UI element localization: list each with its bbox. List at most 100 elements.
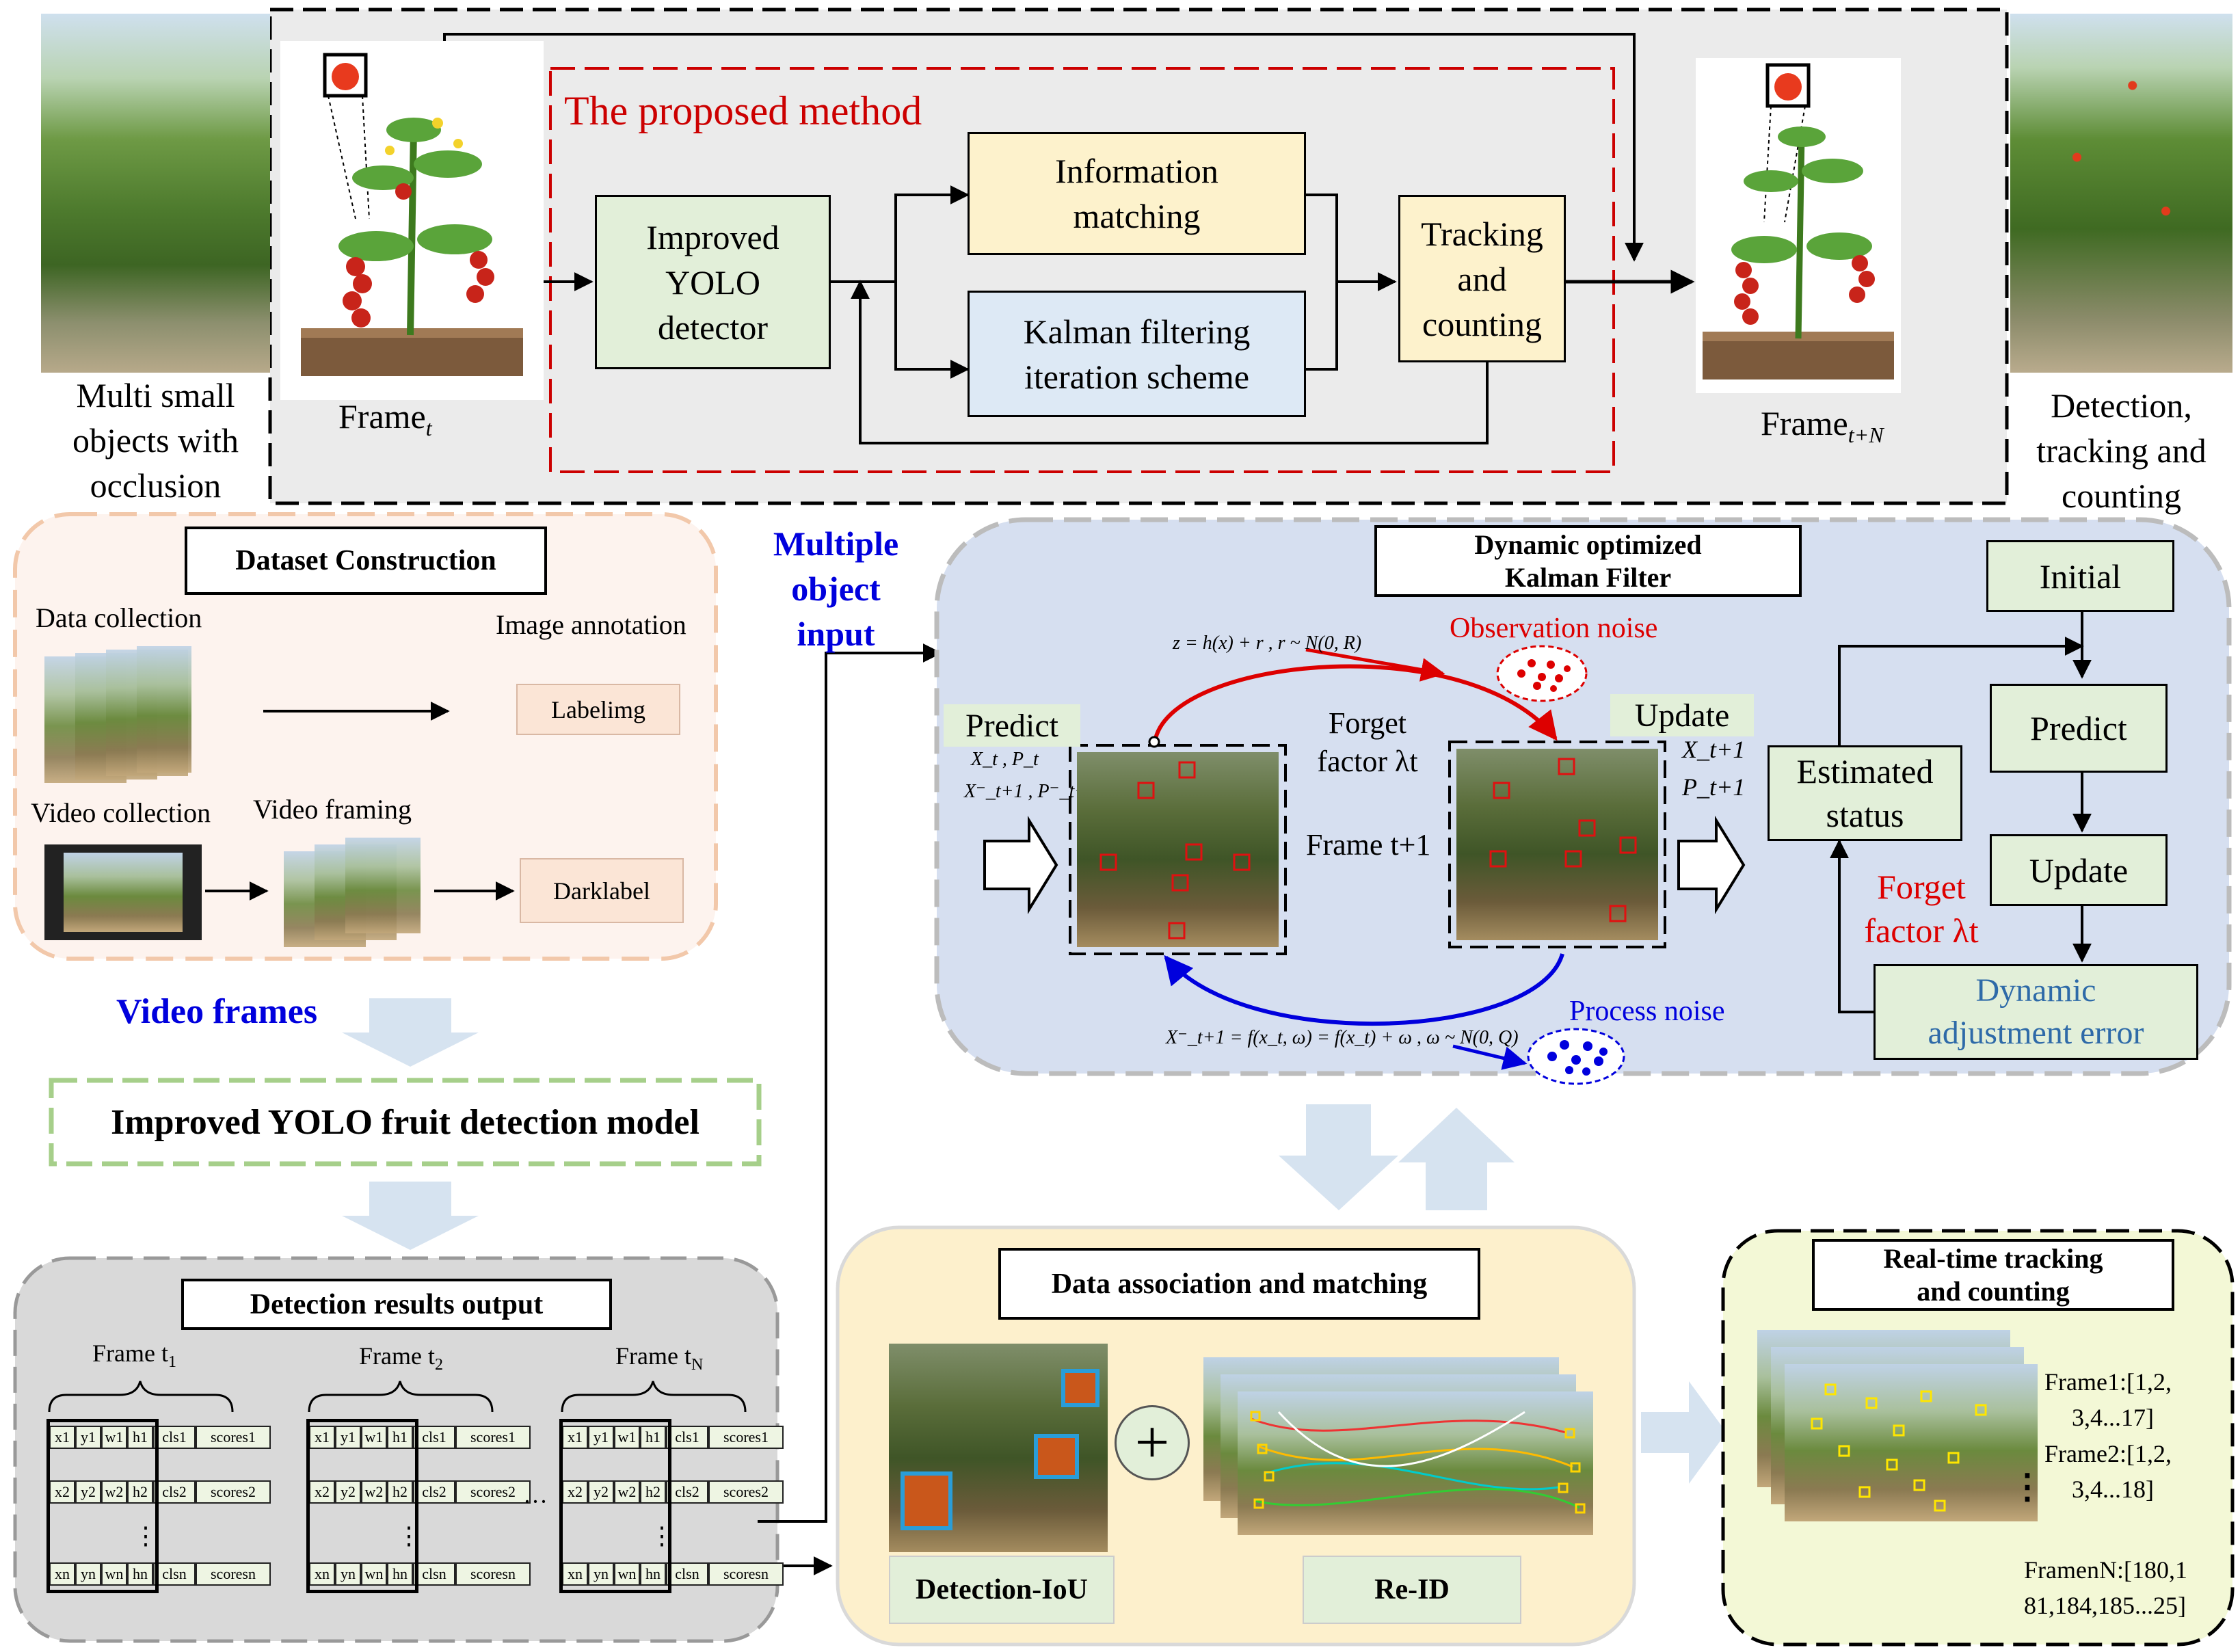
table-cell: yn <box>588 1562 614 1586</box>
table-cell: h2 <box>127 1480 153 1504</box>
table-cell: clsn <box>153 1562 196 1586</box>
realtime-dots: ⋮ <box>2010 1467 2044 1506</box>
frame-t1-tree-photo <box>1456 749 1658 940</box>
table-cell: x2 <box>309 1480 335 1504</box>
table-ellipsis-1: ⋮ <box>133 1522 158 1549</box>
frame-t-tree-photo <box>1077 752 1279 947</box>
table-cell: cls2 <box>153 1480 196 1504</box>
table-cell: wn <box>361 1562 387 1586</box>
tomato-plant-illustration <box>301 53 523 376</box>
realtime-photo-3 <box>1785 1364 2038 1521</box>
table-cell: y2 <box>75 1480 101 1504</box>
predict-box: Predict <box>1990 684 2168 773</box>
table-cell: h1 <box>640 1426 666 1449</box>
predict-label: Predict <box>944 704 1080 747</box>
plus-symbol: + <box>1115 1405 1190 1480</box>
video-framing-label: Video framing <box>253 794 412 825</box>
table-cell: scoresn <box>196 1562 271 1586</box>
reid-label: Re-ID <box>1303 1556 1521 1624</box>
table-cell: y1 <box>335 1426 361 1449</box>
table-cell: wn <box>614 1562 640 1586</box>
frame-t-image <box>280 41 544 400</box>
initial-box: Initial <box>1986 540 2174 612</box>
table-highlight-column <box>306 1419 418 1593</box>
table-cell: w1 <box>361 1426 387 1449</box>
table-cell: y2 <box>588 1480 614 1504</box>
table-cell: xn <box>309 1562 335 1586</box>
process-noise-label: Process noise <box>1569 996 1725 1027</box>
table-ellipsis-3: ⋮ <box>650 1522 674 1549</box>
table-cell: h2 <box>387 1480 413 1504</box>
table-cell: hn <box>640 1562 666 1586</box>
table-cell: h1 <box>387 1426 413 1449</box>
realtime-frame1: Frame1:[1,2,3,4...17] <box>2044 1368 2172 1431</box>
orchard-photo-right <box>2010 14 2232 373</box>
frame-tn-image <box>1696 58 1901 393</box>
table-cell: hn <box>387 1562 413 1586</box>
table-cell: x2 <box>562 1480 588 1504</box>
predict-vars-1: X_t , P_t <box>971 749 1039 770</box>
table-cell: scores1 <box>708 1426 784 1449</box>
video-collection-label: Video collection <box>31 797 211 828</box>
table-cell: x2 <box>49 1480 75 1504</box>
table-cell: clsn <box>666 1562 708 1586</box>
data-collection-label: Data collection <box>36 602 202 633</box>
frame-tn-label-2: Frame tN <box>615 1342 704 1374</box>
table-cell: cls2 <box>413 1480 455 1504</box>
darklabel-box: Darklabel <box>520 858 684 923</box>
frame-t1-label: Frame t1 <box>92 1340 176 1372</box>
table-cell: w1 <box>614 1426 640 1449</box>
frame-stack-3 <box>345 838 421 933</box>
table-cell: x1 <box>49 1426 75 1449</box>
proposed-method-frame <box>549 67 1615 473</box>
table-cell: scores2 <box>708 1480 784 1504</box>
table-cell: w2 <box>101 1480 127 1504</box>
realtime-frame2: Frame2:[1,2,3,4...18] <box>2044 1440 2172 1503</box>
detection-panel-frame <box>13 1256 779 1643</box>
table-cell: h1 <box>127 1426 153 1449</box>
table-cell: scoresn <box>455 1562 531 1586</box>
observation-noise-label: Observation noise <box>1450 613 1658 644</box>
table-cell: x1 <box>309 1426 335 1449</box>
table-cell: w2 <box>614 1480 640 1504</box>
table-cell: cls1 <box>413 1426 455 1449</box>
table-cell: hn <box>127 1562 153 1586</box>
table-cell: scores2 <box>455 1480 531 1504</box>
dataset-title: Dataset Construction <box>185 527 547 595</box>
frames-ellipsis: ··· <box>523 1488 548 1515</box>
image-stack-4 <box>137 646 191 773</box>
table-cell: scoresn <box>708 1562 784 1586</box>
detection-output-title: Detection results output <box>181 1279 612 1330</box>
frame-t-label: Framet <box>338 397 432 440</box>
table-cell: yn <box>75 1562 101 1586</box>
table-cell: y1 <box>75 1426 101 1449</box>
table-cell: xn <box>49 1562 75 1586</box>
table-cell: h2 <box>640 1480 666 1504</box>
update-label: Update <box>1610 694 1754 736</box>
image-annotation-label: Image annotation <box>496 609 686 640</box>
frame-tn-label: Framet+N <box>1761 404 1884 447</box>
reid-photo-3 <box>1238 1391 1593 1535</box>
table-cell: w1 <box>101 1426 127 1449</box>
table-highlight-column <box>46 1419 159 1593</box>
table-cell: xn <box>562 1562 588 1586</box>
yolo-model-frame <box>49 1078 762 1167</box>
table-cell: cls1 <box>153 1426 196 1449</box>
film-strip <box>44 844 202 940</box>
proposed-method-title: The proposed method <box>564 88 922 133</box>
table-cell: clsn <box>413 1562 455 1586</box>
tomato-plant-illustration-2 <box>1703 63 1894 379</box>
yolo-model-label: Improved YOLO fruit detection model <box>111 1102 699 1142</box>
table-ellipsis-2: ⋮ <box>397 1522 421 1549</box>
table-cell: scores2 <box>196 1480 271 1504</box>
table-cell: y2 <box>335 1480 361 1504</box>
